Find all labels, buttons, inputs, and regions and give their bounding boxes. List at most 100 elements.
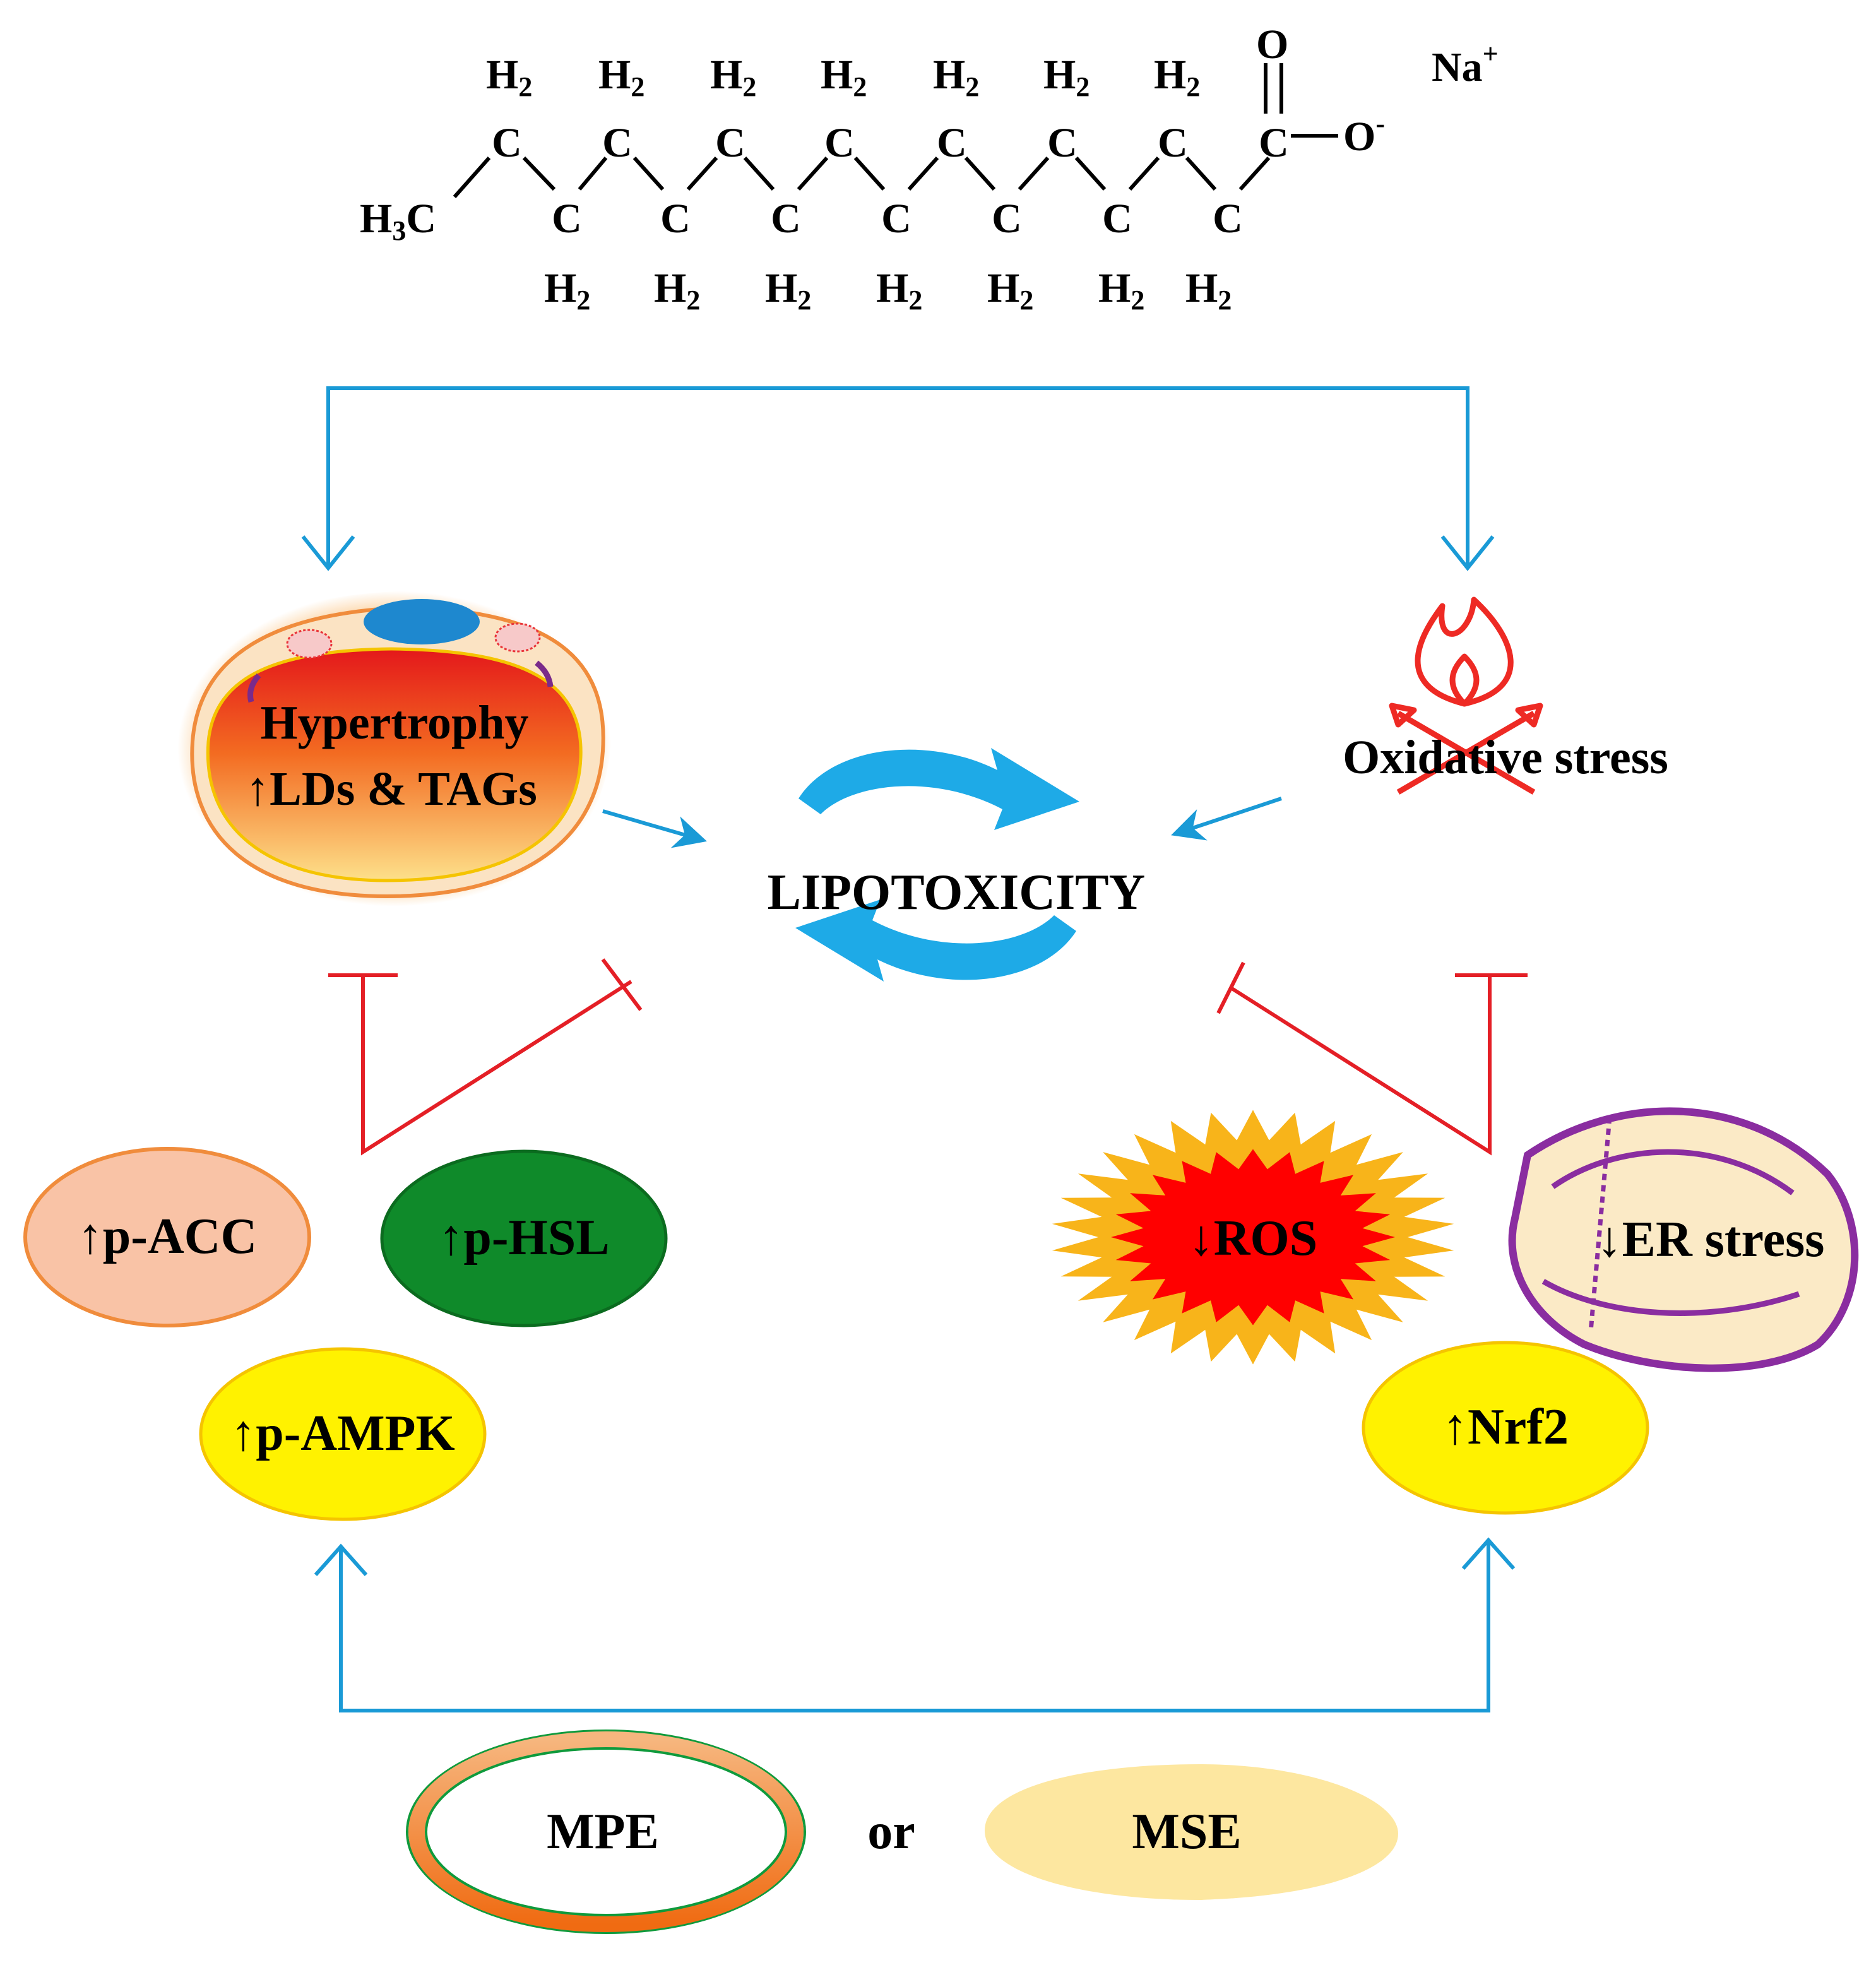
h2-text: H <box>1154 52 1186 98</box>
ros-label: ↓ROS <box>1189 1211 1318 1266</box>
h2-label: H2 <box>821 52 867 102</box>
h2-subscript: 2 <box>908 285 922 316</box>
or-label: or <box>867 1804 915 1860</box>
oxidative-stress: Oxidative stress <box>1343 596 1668 795</box>
carbon-atom: C <box>715 120 745 166</box>
h2-text: H <box>710 52 742 98</box>
h2-text: H <box>933 52 965 98</box>
right-markers: ↓ROS ↓ER stress ↑Nrf2 <box>1052 1107 1859 1515</box>
p-ampk-ellipse <box>199 1347 487 1521</box>
lipotoxicity-cycle: LIPOTOXICITY <box>768 748 1145 982</box>
sodium-text: Na <box>1432 44 1483 90</box>
nrf2-inhibition-line <box>1230 975 1492 1156</box>
mitochondrion <box>286 629 333 659</box>
h2-subscript: 2 <box>742 71 756 102</box>
nrf2-ellipse <box>1362 1341 1649 1515</box>
h2-subscript: 2 <box>1218 285 1232 316</box>
mpe-ring-outer <box>406 1730 806 1934</box>
h2-label: H2 <box>876 265 922 316</box>
carbon-atom: C <box>824 120 855 166</box>
carboxyl-carbon: C <box>1259 120 1289 166</box>
molecule-structure: H3C C C C C C C C C C C C C C C C H2 H2 … <box>360 21 1499 316</box>
top-bracket-line <box>326 386 1469 568</box>
h2-label: H2 <box>765 265 811 316</box>
p-hsl-ellipse <box>380 1149 668 1327</box>
h2-subscript: 2 <box>1019 285 1033 316</box>
hypertrophy-label: Hypertrophy <box>260 696 528 749</box>
top-flow-arrows <box>301 386 1495 571</box>
h2-label: H2 <box>1185 265 1232 316</box>
carbon-atom: C <box>1158 120 1188 166</box>
carboxylate-oxygen: O- <box>1343 108 1385 160</box>
h2-subscript: 2 <box>518 71 532 102</box>
h2-text: H <box>765 265 797 311</box>
bottom-bracket-line <box>339 1540 1490 1712</box>
h2-label: H2 <box>1154 52 1200 102</box>
h2-label: H2 <box>654 265 700 316</box>
h2-label: H2 <box>710 52 756 102</box>
carbon-atom: C <box>660 196 691 242</box>
hydrogen-labels-bottom: H2 H2 H2 H2 H2 H2 H2 <box>544 265 1232 316</box>
er-icon <box>1508 1107 1859 1372</box>
mitochondrion <box>494 622 541 653</box>
methyl-label: H3C <box>360 196 436 246</box>
carbon-atom: C <box>881 196 911 242</box>
minus-charge: - <box>1375 108 1385 139</box>
h2-label: H2 <box>987 265 1033 316</box>
h2-label: H2 <box>933 52 979 102</box>
organelle <box>535 660 554 687</box>
h2-subscript: 2 <box>1186 71 1200 102</box>
mpe-label: MPE <box>547 1804 659 1860</box>
mse-blob <box>985 1764 1398 1900</box>
arrowhead-to-cell <box>301 535 355 571</box>
carbon-chain-bonds <box>453 63 1338 198</box>
carbon-atom: C <box>1102 196 1132 242</box>
er-fold <box>1551 1149 1795 1196</box>
er-stress-label: ↓ER stress <box>1597 1212 1825 1267</box>
inhibition-lines <box>328 958 1528 1156</box>
h2-subscript: 2 <box>631 71 644 102</box>
hydrogen-labels-top: H2 H2 H2 H2 H2 H2 H2 <box>486 52 1200 102</box>
h2-label: H2 <box>1098 265 1144 316</box>
h2-subscript: 2 <box>965 71 979 102</box>
carbon-atom: C <box>552 196 582 242</box>
carbonyl-oxygen: O <box>1256 21 1288 68</box>
organelle <box>247 673 261 703</box>
h2-subscript: 2 <box>576 285 590 316</box>
carbon-atom: C <box>992 196 1022 242</box>
h2-text: H <box>1098 265 1131 311</box>
p-acc-ellipse <box>23 1147 311 1327</box>
carbon-atom: C <box>1047 120 1078 166</box>
mpe-ring <box>408 1731 804 1932</box>
p-hsl-label: ↑p-HSL <box>438 1210 609 1266</box>
arrowhead-to-oxidative <box>1440 535 1495 571</box>
h2-subscript: 2 <box>1076 71 1089 102</box>
nucleus <box>364 599 480 644</box>
er-fold <box>1588 1117 1612 1332</box>
plus-charge: + <box>1483 39 1499 69</box>
h2-text: H <box>876 265 908 311</box>
h2-text: H <box>987 265 1019 311</box>
h2-label: H2 <box>544 265 590 316</box>
carbon-atom: C <box>602 120 632 166</box>
left-markers: ↑p-ACC ↑p-HSL ↑p-AMPK <box>23 1147 668 1521</box>
inhibition-bar-lipotoxicity-left <box>601 958 643 1011</box>
h2-text: H <box>486 52 518 98</box>
methyl-group: H3C <box>360 196 436 246</box>
carbon-atoms: C C C C C C C C C C C C C C C <box>492 120 1289 242</box>
oxide-text: O <box>1343 114 1375 160</box>
treatments: MPE or MSE <box>406 1730 1398 1934</box>
h2-subscript: 2 <box>686 285 700 316</box>
ros-burst-inner <box>1111 1149 1395 1326</box>
oxidative-stress-label: Oxidative stress <box>1343 731 1668 784</box>
arrowhead-to-ampk <box>314 1543 368 1576</box>
nrf2-label: ↑Nrf2 <box>1442 1399 1569 1455</box>
mse-label: MSE <box>1132 1804 1241 1860</box>
h2-subscript: 2 <box>797 285 811 316</box>
h2-text: H <box>821 52 853 98</box>
er-fold <box>1541 1279 1800 1316</box>
h2-text: H <box>598 52 631 98</box>
mpe-ring-inner <box>425 1747 787 1916</box>
